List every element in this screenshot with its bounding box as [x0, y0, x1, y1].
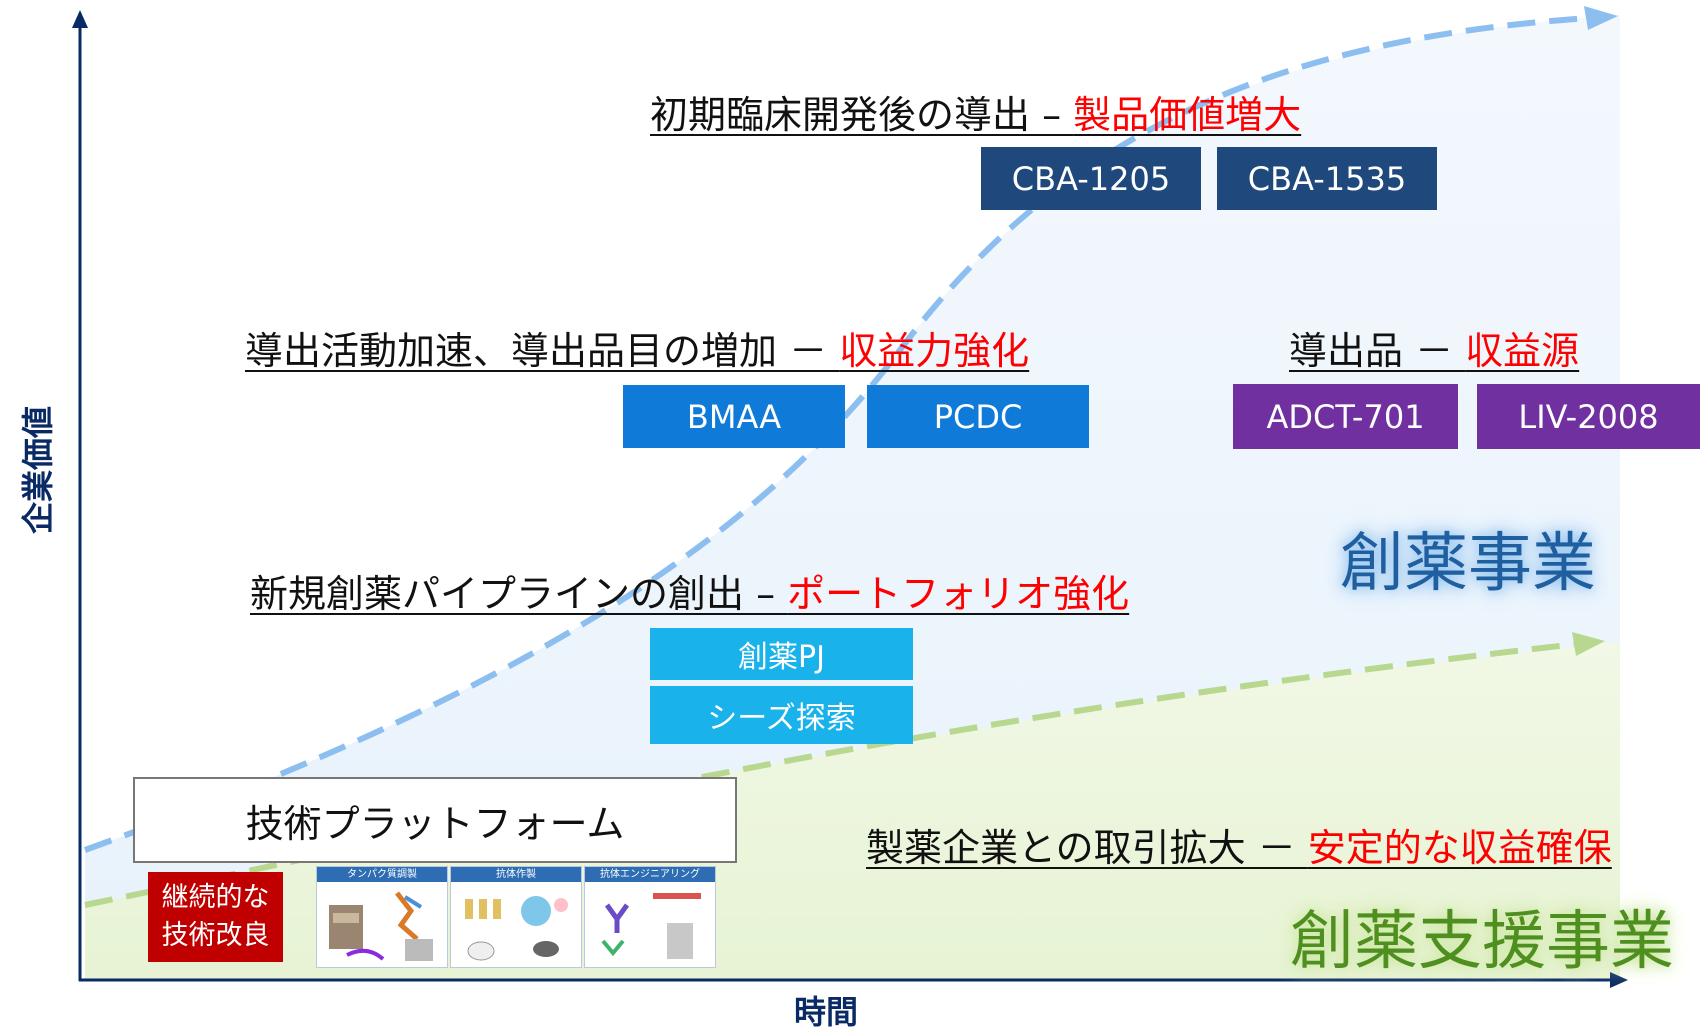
heading-pipeline: 新規創薬パイプラインの創出 – ポートフォリオ強化 — [250, 563, 1129, 618]
program-box-adct-701: ADCT-701 — [1233, 384, 1458, 449]
program-box-drug-project: 創薬PJ — [650, 628, 913, 680]
x-axis-arrowhead — [1610, 972, 1628, 988]
heading-licensed-text: 導出品 － — [1289, 329, 1466, 373]
program-box-pcdc: PCDC — [867, 385, 1089, 448]
drug-discovery-arrowhead — [1584, 6, 1618, 30]
heading-pharma-text: 製薬企業との取引拡大 － — [866, 826, 1308, 870]
program-box-cba-1205: CBA-1205 — [981, 147, 1201, 210]
y-axis-arrowhead — [72, 10, 88, 28]
x-axis-label: 時間 — [793, 993, 859, 1031]
heading-licensed: 導出品 － 収益源 — [1289, 320, 1579, 375]
drug-support-arrowhead — [1572, 632, 1605, 656]
thumbnail-protein-prep-title: タンパク質調製 — [317, 867, 447, 882]
heading-licensing-text: 導出活動加速、導出品目の増加 － — [245, 329, 840, 373]
heading-licensing-highlight: 収益力強化 — [839, 329, 1030, 373]
business-drug-support-label: 創薬支援事業 — [1290, 905, 1674, 979]
technology-platform-box: 技術プラットフォーム — [133, 777, 737, 863]
heading-clinical-highlight: 製品価値増大 — [1073, 93, 1302, 137]
thumbnail-antibody-eng: 抗体エンジニアリング — [584, 866, 716, 968]
program-box-bmaa: BMAA — [623, 385, 845, 448]
thumbnail-antibody-gen: 抗体作製 — [450, 866, 582, 968]
heading-pharma: 製薬企業との取引拡大 － 安定的な収益確保 — [866, 817, 1612, 872]
thumbnail-antibody-eng-title: 抗体エンジニアリング — [585, 867, 715, 882]
business-drug-discovery-label: 創薬事業 — [1340, 527, 1596, 601]
heading-licensing: 導出活動加速、導出品目の増加 － 収益力強化 — [245, 320, 1029, 375]
program-box-cba-1535: CBA-1535 — [1217, 147, 1437, 210]
heading-clinical: 初期臨床開発後の導出 – 製品価値増大 — [650, 84, 1301, 139]
antibody-gen-illustration — [465, 896, 568, 961]
protein-prep-illustration — [329, 891, 433, 961]
heading-licensed-highlight: 収益源 — [1465, 329, 1580, 373]
heading-pipeline-highlight: ポートフォリオ強化 — [787, 572, 1130, 616]
drug-support-curve — [84, 641, 1578, 908]
antibody-eng-illustration — [601, 893, 701, 959]
thumbnail-antibody-gen-title: 抗体作製 — [451, 867, 581, 882]
program-box-liv-2008: LIV-2008 — [1477, 384, 1700, 449]
continuous-improvement-box: 継続的な 技術改良 — [148, 872, 283, 962]
heading-clinical-text: 初期臨床開発後の導出 – — [650, 93, 1074, 137]
heading-pipeline-text: 新規創薬パイプラインの創出 – — [250, 572, 788, 616]
heading-pharma-highlight: 安定的な収益確保 — [1307, 826, 1612, 870]
y-axis-label: 企業価値 — [19, 405, 57, 535]
program-box-seed-search: シーズ探索 — [650, 686, 913, 744]
thumbnail-protein-prep: タンパク質調製 — [316, 866, 448, 968]
